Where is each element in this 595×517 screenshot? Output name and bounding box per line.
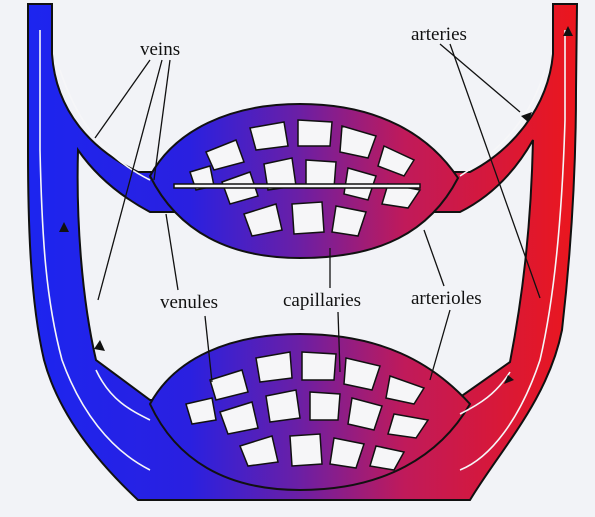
label-arterioles: arterioles: [411, 289, 482, 308]
label-venules: venules: [160, 293, 218, 312]
label-veins: veins: [140, 40, 180, 59]
label-arteries: arteries: [411, 25, 467, 44]
label-capillaries: capillaries: [283, 291, 361, 310]
